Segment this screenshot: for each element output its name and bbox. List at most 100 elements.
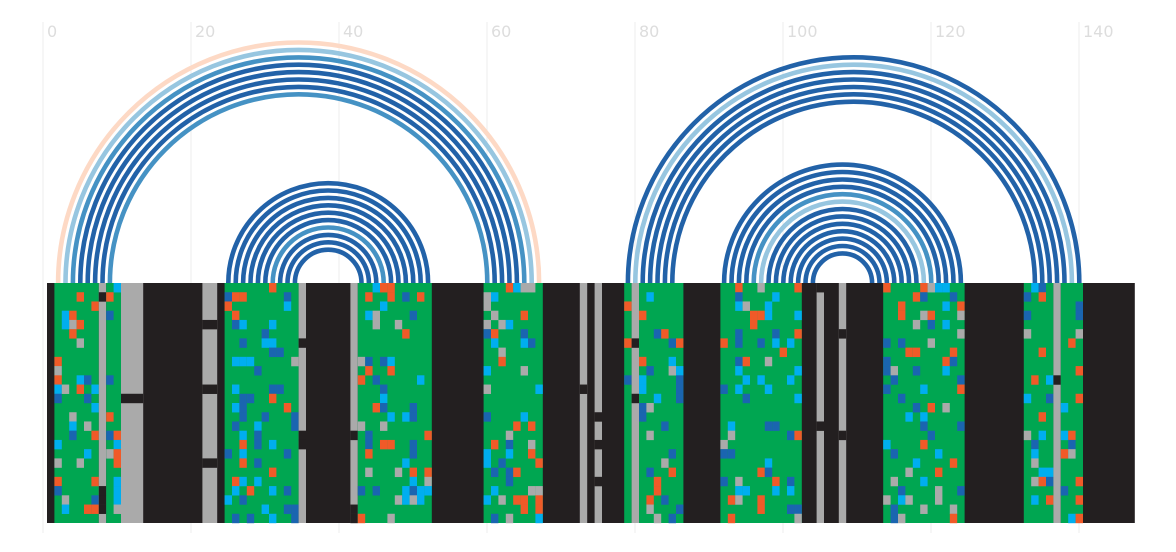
mismatch-cell [772, 338, 780, 348]
bg-cell [202, 458, 218, 468]
bg-cell [594, 476, 602, 487]
gap-column [594, 283, 602, 523]
mismatch-cell [254, 458, 262, 468]
mismatch-cell [291, 513, 299, 524]
gap-cell [498, 347, 506, 358]
bg-cell [816, 421, 824, 431]
gap-cell [424, 476, 432, 487]
mismatch-cell [1046, 467, 1054, 478]
mismatch-cell [1068, 439, 1076, 450]
mismatch-cell [291, 412, 299, 422]
gap-cell [927, 283, 935, 293]
mismatch-cell [520, 504, 528, 514]
mismatch-cell [957, 486, 965, 496]
gap-cell [646, 403, 654, 413]
gap-cell [483, 319, 491, 330]
mismatch-cell [91, 504, 99, 514]
mismatch-cell [269, 319, 277, 330]
mismatch-cell [483, 449, 491, 459]
mismatch-cell [380, 283, 388, 293]
mismatch-cell [409, 476, 417, 487]
mismatch-cell [402, 486, 410, 496]
mismatch-cell [113, 449, 121, 459]
gap-cell [735, 495, 743, 505]
mismatch-cell [787, 504, 795, 514]
mismatch-cell [372, 283, 380, 293]
gap-cell [535, 486, 543, 496]
arc-group4 [721, 162, 964, 284]
arc-group2 [292, 247, 364, 284]
mismatch-cell [927, 403, 935, 413]
mismatch-cell [668, 467, 676, 478]
arc-group4 [788, 228, 897, 284]
mismatch-cell [920, 292, 928, 302]
mismatch-cell [883, 439, 891, 450]
mismatch-cell [69, 421, 77, 431]
gap-cell [661, 458, 669, 468]
mismatch-cell [372, 403, 380, 413]
mismatch-cell [890, 513, 898, 524]
mismatch-cell [927, 319, 935, 330]
mismatch-cell [757, 375, 765, 385]
mismatch-cell [409, 467, 417, 478]
mismatch-cell [232, 356, 240, 367]
mismatch-cell [735, 329, 743, 339]
mismatch-cell [912, 347, 921, 358]
x-tick-label: 120 [935, 22, 966, 41]
mismatch-cell [239, 356, 247, 367]
arc-group3 [662, 92, 1045, 284]
alignment-track [47, 283, 1135, 524]
gap-cell [69, 319, 77, 330]
mismatch-cell [624, 375, 632, 385]
mismatch-cell [269, 338, 277, 348]
mismatch-cell [409, 449, 417, 459]
mismatch-cell [661, 329, 669, 339]
gap-cell [646, 504, 654, 514]
mismatch-cell [779, 347, 787, 358]
arc-group4 [810, 251, 875, 284]
mismatch-cell [224, 449, 232, 459]
mismatch-cell [239, 476, 247, 487]
mismatch-cell [417, 375, 425, 385]
mismatch-cell [232, 310, 240, 321]
gap-cell [291, 356, 299, 367]
x-tick-label: 140 [1083, 22, 1114, 41]
mismatch-cell [1038, 292, 1046, 302]
gap-cell [905, 495, 913, 505]
mismatch-cell [942, 283, 950, 293]
mismatch-cell [232, 486, 240, 496]
mismatch-cell [1023, 310, 1032, 321]
bg-cell [298, 338, 306, 348]
gap-cell [1023, 329, 1032, 339]
mismatch-cell [283, 504, 292, 514]
mismatch-cell [1038, 283, 1046, 293]
mismatch-cell [113, 430, 121, 441]
mismatch-cell [54, 439, 62, 450]
gap-cell [365, 467, 373, 478]
mismatch-cell [772, 329, 780, 339]
gap-column [1053, 283, 1061, 523]
mismatch-cell [232, 476, 240, 487]
mismatch-cell [1046, 495, 1054, 505]
mismatch-cell [912, 366, 921, 376]
mismatch-cell [898, 495, 906, 505]
mismatch-cell [239, 403, 247, 413]
mismatch-cell [742, 486, 750, 496]
mismatch-cell [387, 439, 395, 450]
mismatch-cell [1031, 439, 1039, 450]
arc-group1 [78, 62, 520, 284]
arc-group3 [647, 77, 1060, 284]
mismatch-cell [106, 310, 114, 321]
mismatch-cell [113, 495, 121, 505]
gap-cell [927, 338, 935, 348]
mismatch-cell [676, 504, 684, 514]
mismatch-cell [269, 486, 277, 496]
mismatch-cell [890, 375, 898, 385]
gap-cell [505, 513, 514, 524]
gap-cell [920, 310, 928, 321]
gap-cell [380, 421, 388, 431]
mismatch-cell [1038, 467, 1046, 478]
mismatch-cell [491, 486, 499, 496]
mismatch-cell [942, 301, 950, 311]
mismatch-cell [365, 356, 373, 367]
